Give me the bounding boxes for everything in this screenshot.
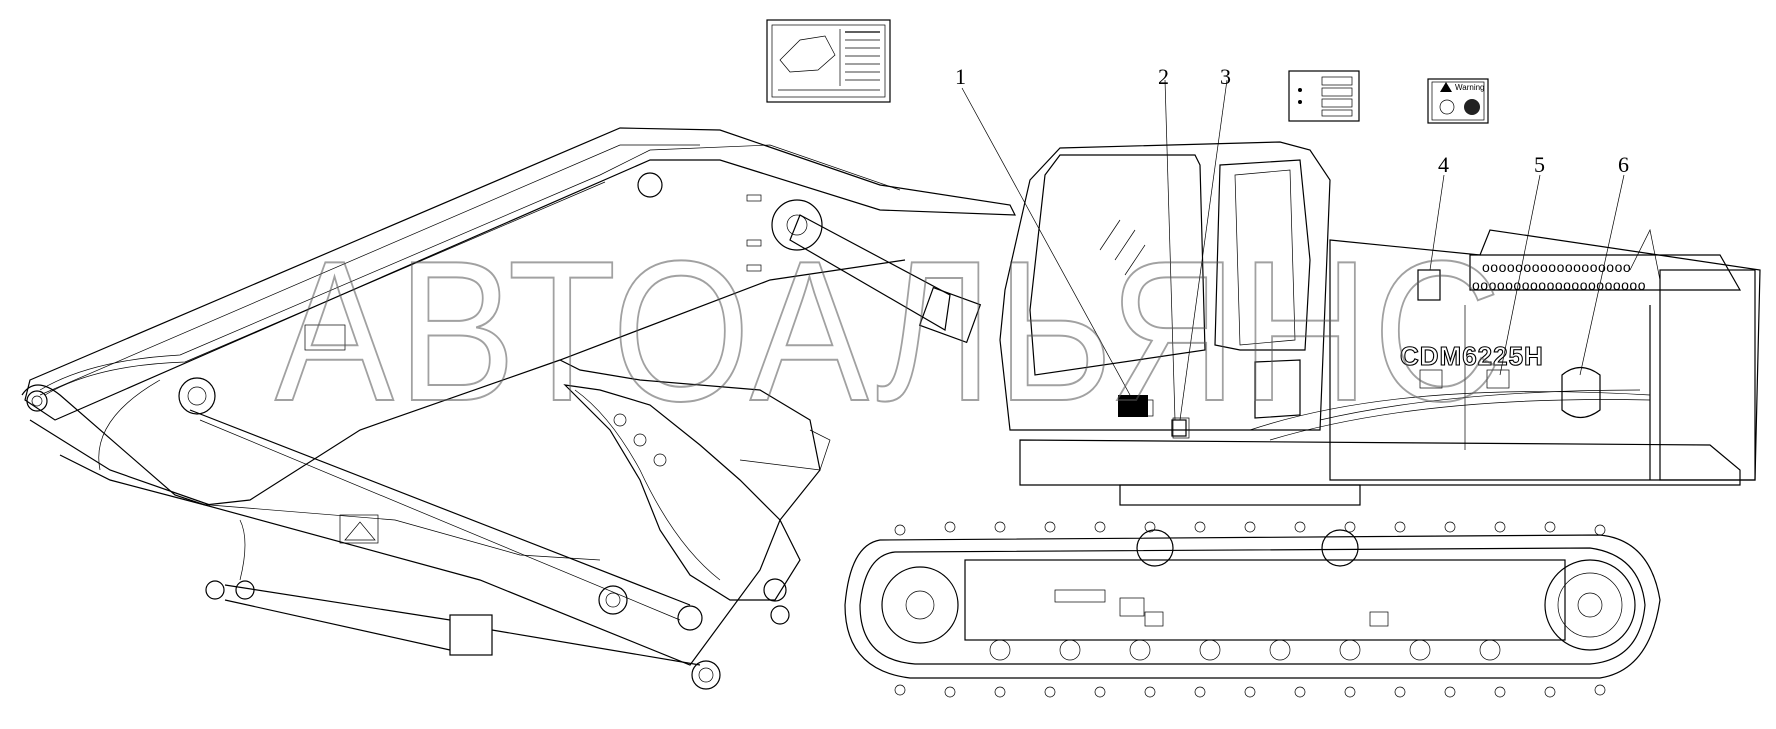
decal-control-panel (1288, 70, 1360, 122)
decal-load-chart (766, 19, 891, 103)
warning-sign-text: Warning (1455, 83, 1485, 92)
callout-2: 2 (1158, 64, 1169, 89)
model-label: CDM6225H (1400, 341, 1544, 371)
boom (21, 127, 1016, 506)
track-undercarriage (844, 521, 1661, 698)
svg-text:oooooooooooooooooo: oooooooooooooooooo (1482, 259, 1631, 275)
watermark: АВТОАЛЬЯНС (275, 220, 1505, 443)
decal-warning-sign: Warning (1427, 78, 1489, 124)
callout-6: 6 (1618, 152, 1629, 177)
callout-leaders (961, 79, 1625, 421)
arm-and-bucket (59, 359, 831, 690)
callout-4: 4 (1438, 152, 1449, 177)
engine-vent-holes: oooooooooooooooooo ooooooooooooooooooooo (1472, 259, 1646, 293)
upper-structure: oooooooooooooooooo ooooooooooooooooooooo (999, 141, 1761, 506)
callout-5: 5 (1534, 152, 1545, 177)
callout-3: 3 (1220, 64, 1231, 89)
svg-text:ooooooooooooooooooooo: ooooooooooooooooooooo (1472, 277, 1646, 293)
callout-1: 1 (955, 64, 966, 89)
